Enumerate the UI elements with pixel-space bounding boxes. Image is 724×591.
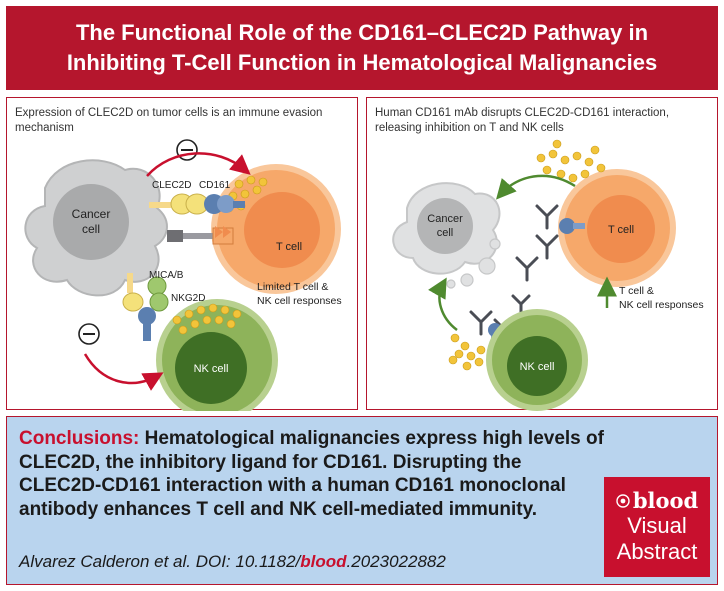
clec2d-cd161-complex (149, 193, 245, 215)
t-cell-released-granules (536, 139, 606, 183)
conclusion-box: Conclusions: Hematological malignancies … (6, 416, 718, 585)
response-label-2: NK cell responses (257, 295, 342, 307)
nkg2d-label: NKG2D (171, 293, 205, 304)
citation: Alvarez Calderon et al. DOI: 10.1182/blo… (19, 552, 446, 572)
t-cell-nucleus-right (587, 195, 655, 263)
conclusion-label: Conclusions: (19, 428, 140, 449)
inhibition-arrow-top (146, 152, 251, 177)
citation-suffix: .2023022882 (346, 552, 446, 571)
apoptotic-blebs (446, 238, 501, 289)
cancer-cell-label-1: Cancer (72, 207, 111, 221)
nk-cell-nucleus-right (507, 336, 567, 396)
citation-prefix: Alvarez Calderon et al. DOI: 10.1182/ (19, 552, 301, 571)
response-label-1: Limited T cell & (257, 281, 328, 293)
right-panel-caption: Human CD161 mAb disrupts CLEC2D-CD161 in… (375, 107, 670, 134)
nk-cell-membrane (156, 299, 278, 411)
response-label-right-1: T cell & (619, 285, 654, 297)
badge-line-2: Abstract (616, 539, 698, 564)
activation-arrow-left (428, 277, 458, 331)
mica-b-label: MICA/B (149, 270, 184, 281)
title-line-1: The Functional Role of the CD161–CLEC2D … (75, 20, 649, 45)
left-panel: Cancer cell (6, 97, 358, 411)
badge-line-1: Visual (627, 513, 687, 538)
t-cell-label: T cell (276, 241, 302, 253)
citation-journal: blood (300, 552, 347, 571)
blood-logo-icon (616, 494, 630, 508)
right-panel: T cell Cancer cell (366, 97, 718, 411)
nk-cell-label-right: NK cell (520, 361, 555, 373)
left-panel-diagram: Cancer cell (24, 139, 342, 411)
clec2d-label: CLEC2D (152, 180, 191, 191)
response-label-right-2: NK cell responses (619, 299, 704, 311)
t-cell-nucleus (244, 192, 320, 268)
cancer-cell-label-2: cell (82, 222, 100, 236)
conclusion-text-block: Conclusions: Hematological malignancies … (19, 427, 609, 521)
title-line-2: Inhibiting T-Cell Function in Hematologi… (66, 50, 658, 75)
conclusion-body: Hematological malignancies express high … (19, 428, 604, 520)
nk-cell-released-granules (448, 333, 486, 371)
cancer-cell-label-right-1: Cancer (427, 213, 463, 225)
nk-cell-nucleus (175, 332, 247, 404)
mica-nkg2d-complex (122, 273, 169, 341)
secondary-receptor-complex (167, 226, 234, 245)
right-panel-diagram: T cell Cancer cell (392, 139, 704, 411)
title-banner: The Functional Role of the CD161–CLEC2D … (6, 6, 718, 90)
cancer-cell-label-right-2: cell (437, 227, 454, 239)
cancer-cell-nucleus (53, 184, 129, 260)
badge-brand: blood (616, 489, 698, 513)
nk-cell-label: NK cell (194, 363, 229, 375)
left-panel-caption: Expression of CLEC2D on tumor cells is a… (15, 107, 323, 134)
nk-cell-granules (172, 303, 242, 335)
nk-cell-membrane-right (486, 309, 588, 411)
t-cell-label-right: T cell (608, 224, 634, 236)
visual-abstract-badge: blood Visual Abstract (604, 477, 710, 577)
badge-brand-text: blood (632, 488, 699, 513)
cancer-cell-nucleus-right (417, 198, 473, 254)
inhibition-arrow-bottom (83, 353, 164, 391)
activation-arrow-top (496, 174, 576, 200)
cd161-label: CD161 (199, 180, 231, 191)
